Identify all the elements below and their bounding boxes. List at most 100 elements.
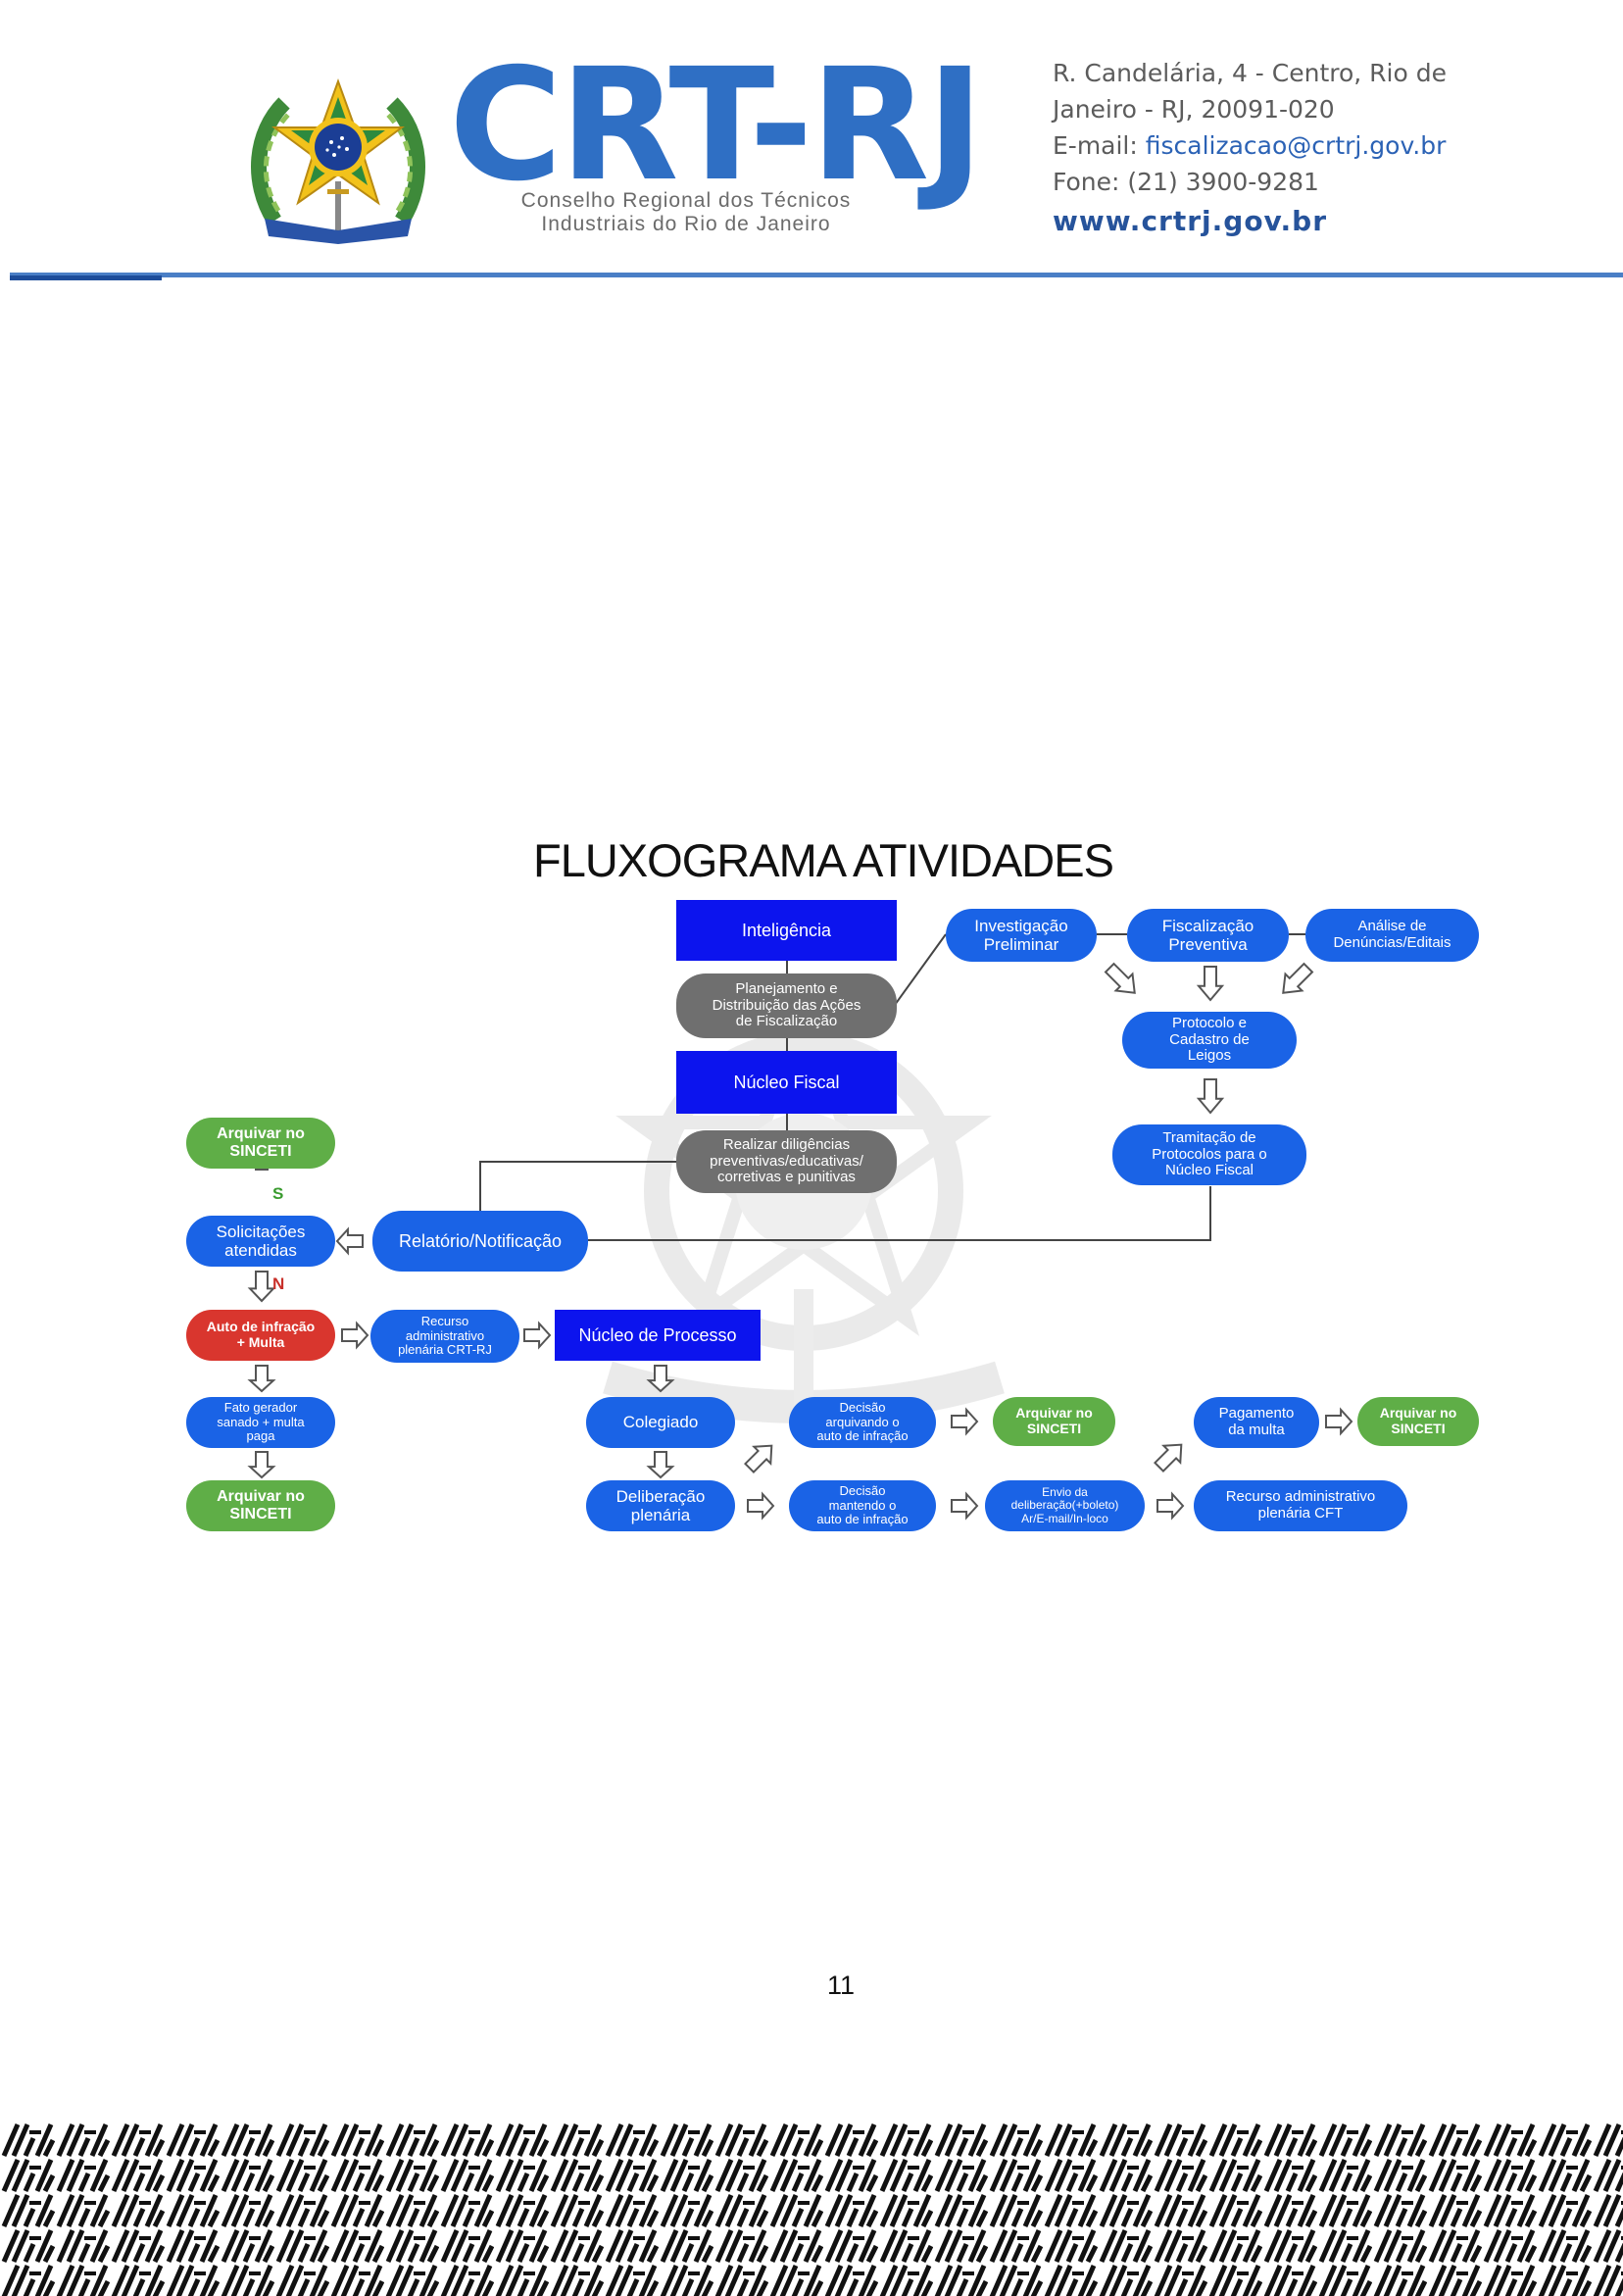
node-label-line: Deliberação bbox=[615, 1486, 706, 1506]
node-label-line: Arquivar no bbox=[217, 1125, 305, 1143]
node-label-line: Auto de infração bbox=[206, 1319, 316, 1335]
node-label-line: Núcleo de Processo bbox=[578, 1324, 737, 1345]
logo-subtitle-line-2: Industriais do Rio de Janeiro bbox=[541, 213, 831, 235]
node-label-line: Decisão bbox=[839, 1483, 886, 1499]
node-label-line: Envio da bbox=[1042, 1484, 1088, 1499]
node-label: Inteligência bbox=[742, 921, 831, 940]
node-label-line: Distribuição das Ações bbox=[712, 996, 861, 1014]
node-label: Relatório/Notificação bbox=[399, 1231, 562, 1251]
flow-arrow-icon bbox=[247, 1271, 276, 1303]
node-label-line: administrativo bbox=[405, 1327, 485, 1343]
flow-arrow-icon bbox=[1196, 1078, 1225, 1115]
flow-arrow-icon bbox=[1282, 962, 1314, 994]
flow-arrow-icon bbox=[1104, 962, 1136, 994]
flow-arrow-icon bbox=[247, 1365, 276, 1393]
website-link[interactable]: www.crtrj.gov.br bbox=[1053, 205, 1328, 237]
node-label-line: plenária CFT bbox=[1257, 1505, 1344, 1522]
node-label-line: Recurso bbox=[420, 1314, 469, 1329]
logo-subtitle: Conselho Regional dos Técnicos Industria… bbox=[461, 189, 911, 236]
node-label-line: Análise de bbox=[1357, 918, 1427, 935]
node-label-line: SINCETI bbox=[1391, 1421, 1446, 1436]
node-label-line: Arquivar no bbox=[1379, 1405, 1457, 1422]
node-label-line: Planejamento e bbox=[735, 979, 838, 997]
node-label-line: corretivas e punitivas bbox=[717, 1169, 856, 1186]
node-label-line: Relatório/Notificação bbox=[398, 1230, 563, 1251]
node-label-line: Colegiado bbox=[622, 1413, 699, 1432]
flow-arrow-icon bbox=[951, 1407, 979, 1436]
connector-line bbox=[588, 1186, 1211, 1241]
node-label-line: sanado + multa bbox=[217, 1414, 305, 1429]
label-nao: N bbox=[272, 1274, 285, 1293]
contact-info: R. Candelária, 4 - Centro, Rio de Janeir… bbox=[1053, 55, 1523, 243]
node-label: Núcleo de Processo bbox=[578, 1325, 736, 1345]
email-line: E-mail: fiscalizacao@crtrj.gov.br bbox=[1053, 127, 1523, 164]
node-label-line: Arquivar no bbox=[217, 1488, 305, 1506]
email-label: E-mail: bbox=[1053, 131, 1146, 160]
address-line-2: Janeiro - RJ, 20091-020 bbox=[1053, 95, 1335, 124]
connector-line bbox=[479, 1161, 676, 1211]
flow-arrow-icon bbox=[951, 1491, 979, 1521]
label-sim: S bbox=[272, 1184, 284, 1203]
node-label-line: da multa bbox=[1228, 1422, 1285, 1438]
node-label-line: Arquivar no bbox=[1015, 1405, 1093, 1422]
flow-arrow-icon bbox=[744, 1444, 773, 1473]
flow-arrow-icon bbox=[747, 1491, 775, 1521]
node-auto-infracao: Auto de infração+ Multa bbox=[186, 1310, 335, 1361]
node-label-line: de Fiscalização bbox=[735, 1013, 838, 1030]
node-colegiado: Colegiado bbox=[586, 1397, 735, 1448]
node-label-line: Decisão bbox=[839, 1400, 886, 1416]
node-label-line: Realizar diligências bbox=[722, 1135, 851, 1153]
flow-arrow-icon bbox=[646, 1451, 675, 1479]
node-label-line: Núcleo Fiscal bbox=[1164, 1162, 1254, 1179]
flow-arrow-icon bbox=[247, 1451, 276, 1479]
email-link[interactable]: fiscalizacao@crtrj.gov.br bbox=[1145, 131, 1447, 160]
node-relatorio-notificacao: Relatório/Notificação bbox=[372, 1211, 588, 1272]
flow-arrow-icon bbox=[1196, 966, 1225, 1002]
node-label-line: atendidas bbox=[224, 1241, 297, 1260]
node-label: Colegiado bbox=[623, 1413, 699, 1431]
node-label-line: Protocolo e bbox=[1172, 1014, 1247, 1031]
flow-arrow-icon bbox=[1156, 1491, 1185, 1521]
address-line-1: R. Candelária, 4 - Centro, Rio de bbox=[1053, 59, 1447, 87]
node-label-line: Investigação bbox=[974, 916, 1068, 935]
node-label-line: + Multa bbox=[236, 1334, 285, 1350]
node-nucleo-fiscal: Núcleo Fiscal bbox=[676, 1051, 897, 1114]
node-label-line: plenária CRT-RJ bbox=[398, 1342, 492, 1358]
node-nucleo-processo: Núcleo de Processo bbox=[555, 1310, 761, 1361]
node-label-line: Denúncias/Editais bbox=[1333, 934, 1451, 951]
flow-arrow-icon bbox=[335, 1226, 364, 1256]
node-label-line: Preventiva bbox=[1168, 935, 1248, 954]
logo-wordmark: CRT-RJ bbox=[449, 35, 984, 216]
node-label-line: SINCETI bbox=[229, 1506, 292, 1522]
header-rule bbox=[10, 273, 1623, 277]
node-label-line: Protocolos para o bbox=[1152, 1145, 1267, 1163]
node-label-line: Pagamento bbox=[1218, 1405, 1295, 1423]
flowchart-title: FLUXOGRAMA ATIVIDADES bbox=[533, 834, 1114, 886]
node-label-line: Leigos bbox=[1187, 1047, 1232, 1065]
